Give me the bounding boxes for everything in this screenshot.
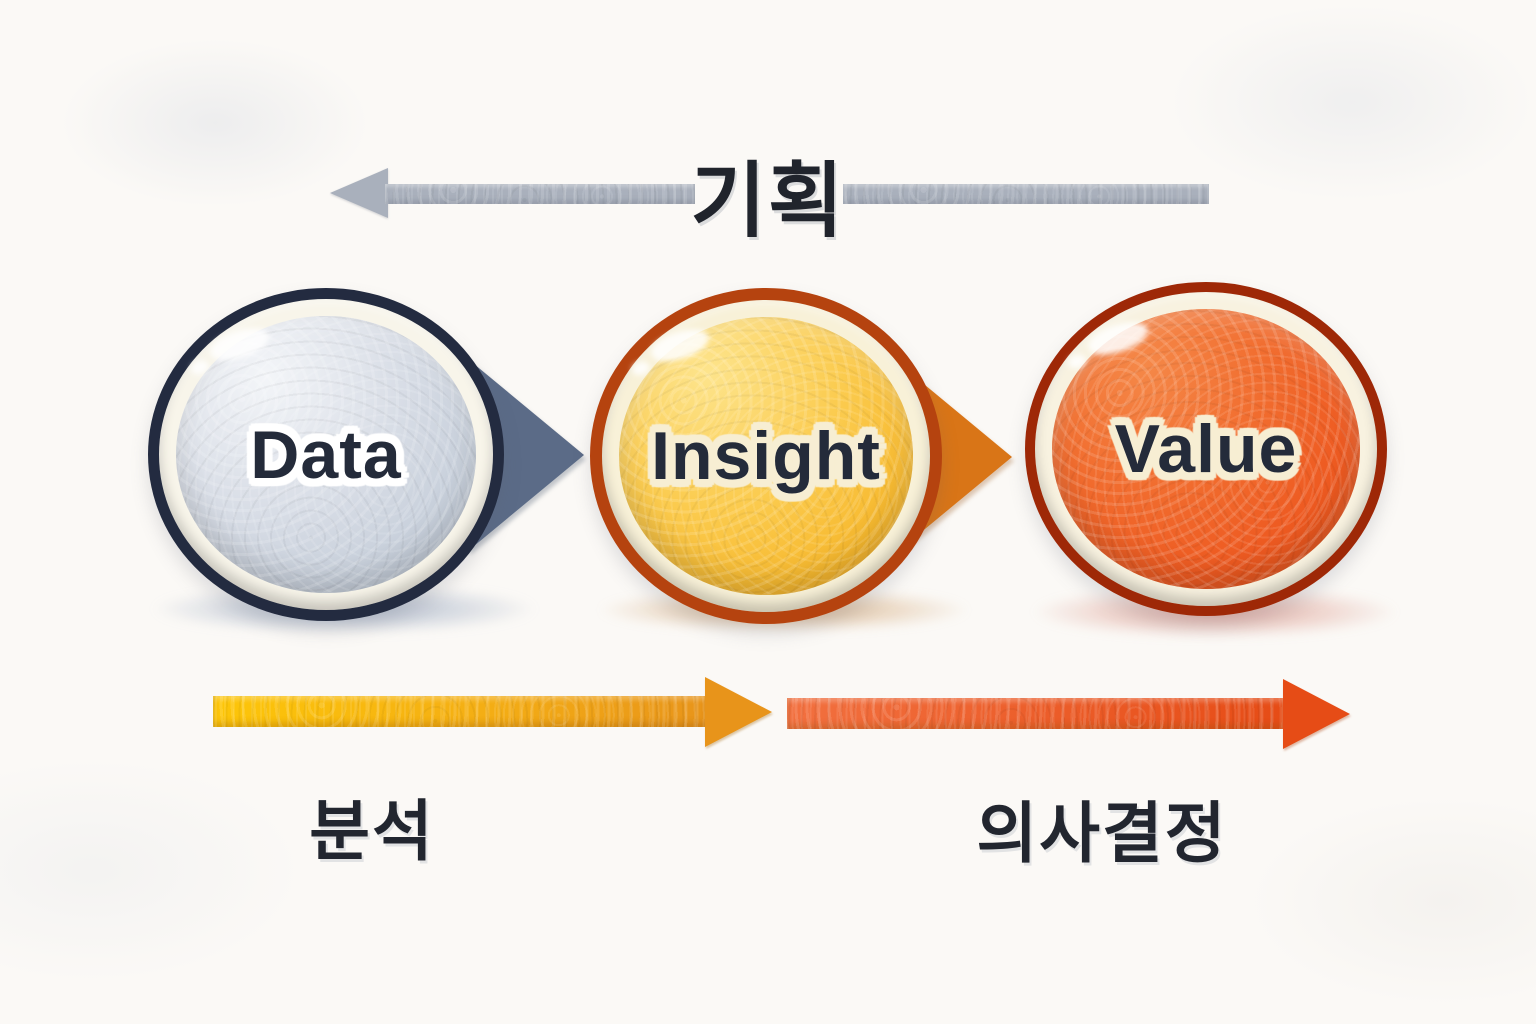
analysis-arrowhead-icon	[705, 677, 772, 747]
decision-arrowhead-icon	[1283, 679, 1350, 749]
insight-circle-fill	[619, 317, 913, 595]
data-circle-fill	[176, 316, 476, 593]
decision-arrow-shaft	[787, 698, 1285, 729]
value-circle-fill	[1052, 309, 1360, 589]
analysis-flow-label: 분석	[309, 794, 435, 868]
insight-node-label: Insight	[651, 418, 881, 494]
analysis-arrow-shaft	[213, 696, 707, 727]
decision-flow-label: 의사결정	[976, 796, 1228, 870]
top-arrow-shaft-left	[385, 184, 695, 204]
node-data: Data	[148, 288, 504, 621]
node-insight: Insight	[590, 288, 942, 624]
top-arrow-shaft-right	[843, 184, 1209, 204]
data-node-label: Data	[250, 416, 402, 493]
value-node-label: Value	[1114, 411, 1298, 487]
node-value: Value	[1025, 282, 1387, 616]
left-arrowhead-icon	[330, 168, 388, 218]
top-flow-label: 기획	[690, 156, 846, 247]
